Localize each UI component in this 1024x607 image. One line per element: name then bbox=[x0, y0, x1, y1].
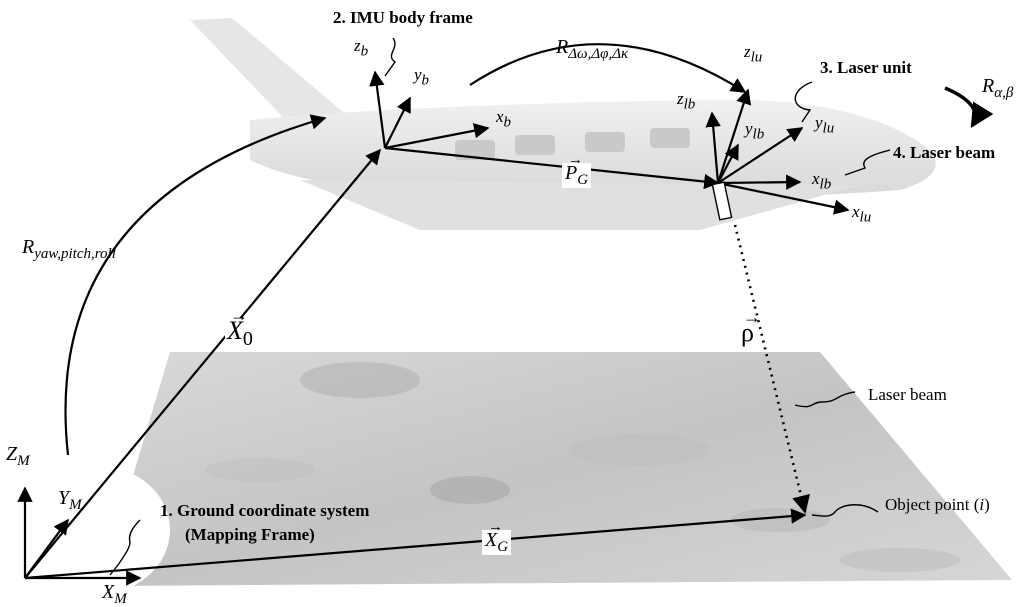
rotation-mount-label: RΔω,Δφ,Δκ bbox=[556, 36, 629, 62]
laser-unit-z-axis-label: zlu bbox=[744, 42, 763, 66]
rotation-arcs bbox=[64, 43, 994, 456]
laser-beam-z-axis-label: zlb bbox=[677, 89, 696, 113]
vector-xg-label: →XG bbox=[482, 520, 512, 555]
ground-x-axis-label: XM bbox=[102, 581, 127, 607]
imu-z-axis-label: zb bbox=[354, 36, 369, 60]
laser-beam-x-axis-label: xlb bbox=[812, 169, 832, 193]
imu-frame-title: 2. IMU body frame bbox=[333, 8, 473, 27]
rotation-alpha-beta-label: Rα,β bbox=[982, 75, 1014, 101]
vector-pg-label: →PG bbox=[562, 153, 592, 188]
vector-lines bbox=[24, 146, 810, 580]
imu-frame-axes bbox=[369, 70, 490, 150]
laser-unit-x-axis-label: xlu bbox=[852, 202, 872, 226]
ground-y-axis-label: YM bbox=[58, 487, 82, 513]
laser-frames-axes bbox=[705, 88, 850, 215]
leader-squiggles bbox=[109, 37, 891, 576]
ground-frame-title-line2: (Mapping Frame) bbox=[185, 525, 315, 544]
rotation-ypr-label: Ryaw,pitch,roll bbox=[22, 236, 116, 262]
vector-rho-label: →ρ bbox=[738, 308, 761, 346]
laser-beam-y-axis-label: ylb bbox=[745, 119, 765, 143]
laser-unit-title: 3. Laser unit bbox=[820, 58, 912, 77]
laser-beam-frame-title: 4. Laser beam bbox=[893, 143, 996, 162]
terrain-plane bbox=[20, 352, 1012, 595]
imu-x-axis-label: xb bbox=[496, 107, 512, 131]
laser-unit-y-axis-label: ylu bbox=[815, 113, 835, 137]
ground-z-axis-label: ZM bbox=[6, 443, 30, 469]
ground-frame-title-line1: 1. Ground coordinate system bbox=[160, 501, 370, 520]
vector-x0-label: →X0 bbox=[225, 305, 255, 351]
imu-y-axis-label: yb bbox=[414, 65, 430, 89]
laser-scanner-body bbox=[711, 181, 733, 221]
laser-beam-annotation: Laser beam bbox=[868, 385, 947, 404]
object-point-annotation: Object point (i) bbox=[885, 495, 990, 514]
